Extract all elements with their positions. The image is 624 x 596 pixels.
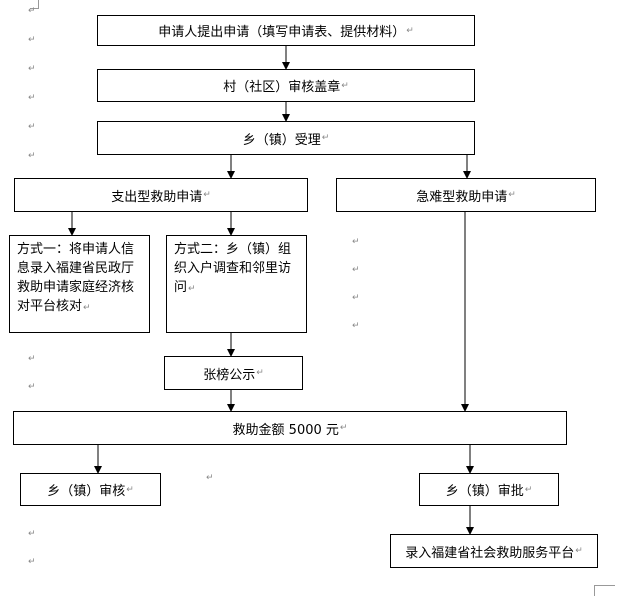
paragraph-mark: ↵ (524, 484, 533, 495)
paragraph-mark: ↵ (28, 529, 36, 539)
paragraph-mark: ↵ (28, 354, 36, 364)
node-aid-amount-label: 救助金额 5000 元 (232, 422, 339, 438)
node-apply-label: 申请人提出申请（填写申请表、提供材料） (158, 25, 406, 40)
crop-mark-bottom-right (594, 585, 615, 596)
node-town-review: 乡（镇）审核↵ (20, 473, 161, 506)
paragraph-mark: ↵ (206, 473, 214, 483)
paragraph-mark: ↵ (28, 151, 36, 161)
paragraph-mark: ↵ (352, 293, 360, 303)
node-method-two: 方式二：乡（镇）组织入户调查和邻里访问↵ (166, 235, 307, 333)
node-platform-entry: 录入福建省社会救助服务平台↵ (390, 534, 598, 568)
paragraph-mark: ↵ (256, 368, 264, 378)
paragraph-mark: ↵ (352, 321, 360, 331)
node-platform-entry-label: 录入福建省社会救助服务平台 (405, 545, 575, 561)
node-expense-type: 支出型救助申请↵ (14, 178, 308, 212)
paragraph-mark: ↵ (28, 6, 36, 16)
paragraph-mark: ↵ (339, 423, 348, 433)
node-urgent-type: 急难型救助申请↵ (336, 178, 596, 212)
node-village-review-label: 村（社区）审核盖章 (223, 80, 341, 95)
paragraph-mark: ↵ (406, 25, 414, 36)
node-apply: 申请人提出申请（填写申请表、提供材料）↵ (97, 15, 475, 46)
paragraph-mark: ↵ (203, 190, 211, 200)
paragraph-mark: ↵ (83, 303, 91, 313)
paragraph-mark: ↵ (28, 557, 36, 567)
node-urgent-type-label: 急难型救助申请 (416, 189, 508, 205)
paragraph-mark: ↵ (341, 80, 349, 91)
node-method-one-label: 方式一：将申请人信息录入福建省民政厅救助申请家庭经济核对平台核对 (17, 242, 135, 314)
node-town-accept-label: 乡（镇）受理 (242, 132, 321, 148)
paragraph-mark: ↵ (28, 64, 36, 74)
paragraph-mark: ↵ (28, 382, 36, 392)
node-town-approve: 乡（镇）审批↵ (419, 473, 559, 506)
paragraph-mark: ↵ (28, 122, 36, 132)
paragraph-mark: ↵ (508, 190, 516, 200)
paragraph-mark: ↵ (126, 484, 134, 495)
node-method-two-label: 方式二：乡（镇）组织入户调查和邻里访问 (174, 242, 292, 295)
node-town-review-label: 乡（镇）审核 (47, 484, 126, 499)
node-town-accept: 乡（镇）受理↵ (97, 121, 475, 155)
node-publicity-label: 张榜公示 (203, 367, 256, 383)
node-publicity: 张榜公示↵ (164, 356, 303, 390)
node-method-one: 方式一：将申请人信息录入福建省民政厅救助申请家庭经济核对平台核对↵ (9, 235, 150, 333)
paragraph-mark: ↵ (575, 546, 583, 556)
paragraph-mark: ↵ (28, 35, 36, 45)
paragraph-mark: ↵ (188, 284, 196, 294)
paragraph-mark: ↵ (28, 93, 36, 103)
paragraph-mark: ↵ (321, 133, 330, 143)
paragraph-mark: ↵ (352, 265, 360, 275)
paragraph-mark: ↵ (352, 237, 360, 247)
node-village-review: 村（社区）审核盖章↵ (97, 69, 475, 102)
crop-mark-top-left (30, 0, 39, 9)
node-town-approve-label: 乡（镇）审批 (445, 484, 524, 499)
node-expense-type-label: 支出型救助申请 (111, 189, 203, 205)
node-aid-amount: 救助金额 5000 元↵ (13, 411, 567, 445)
